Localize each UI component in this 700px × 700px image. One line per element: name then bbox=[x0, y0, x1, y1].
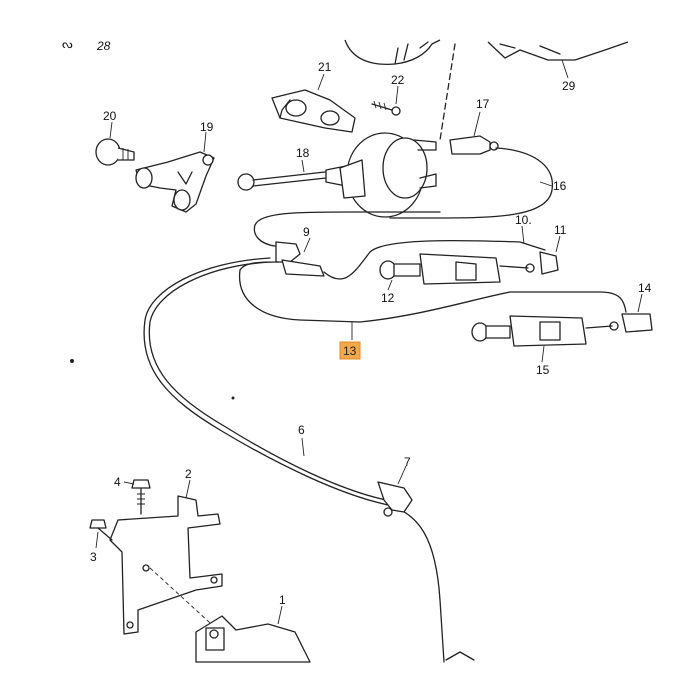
part-4-bolt bbox=[131, 479, 151, 515]
part-11-connector bbox=[525, 251, 559, 275]
label-16: 16 bbox=[553, 179, 567, 193]
dashed-connection bbox=[439, 43, 456, 141]
upper-housing bbox=[344, 39, 441, 66]
part-15-switch bbox=[471, 315, 613, 347]
part-12-switch bbox=[379, 253, 529, 285]
leader-2 bbox=[185, 479, 191, 499]
hose-to-11 bbox=[323, 239, 546, 280]
label-21: 21 bbox=[318, 60, 332, 74]
leader-4 bbox=[123, 481, 135, 485]
label-20: 20 bbox=[103, 109, 117, 123]
lower-stub bbox=[445, 651, 475, 661]
part-6-cable-inner bbox=[148, 261, 387, 501]
part-20-knob bbox=[95, 138, 135, 166]
leader-14 bbox=[637, 293, 643, 313]
corner-glyph: ᔓ bbox=[62, 37, 73, 51]
leader-10 bbox=[521, 225, 525, 245]
label-13[interactable]: 13 bbox=[343, 344, 357, 358]
label-9: 9 bbox=[303, 225, 310, 239]
label-17: 17 bbox=[476, 97, 490, 111]
leader-21 bbox=[317, 73, 325, 91]
label-10: 10. bbox=[515, 213, 532, 227]
part-9-coupling bbox=[275, 241, 325, 277]
label-28: 28 bbox=[96, 39, 111, 53]
label-14: 14 bbox=[638, 281, 652, 295]
part-3-screw bbox=[89, 519, 113, 541]
label-1: 1 bbox=[279, 593, 286, 607]
part-2-bracket bbox=[109, 495, 223, 635]
leader-9 bbox=[303, 237, 311, 253]
leader-19 bbox=[203, 131, 207, 153]
label-7: 7 bbox=[404, 455, 411, 469]
part-7-clip bbox=[377, 481, 413, 517]
label-6: 6 bbox=[298, 423, 305, 437]
leader-20 bbox=[109, 121, 113, 139]
label-19: 19 bbox=[200, 120, 214, 134]
leader-22 bbox=[395, 85, 399, 105]
leader-1 bbox=[277, 605, 283, 625]
highlight-13[interactable]: 13 bbox=[339, 341, 361, 360]
part-1-housing bbox=[195, 615, 311, 663]
part-19-lever-bracket bbox=[135, 151, 215, 213]
leader-6 bbox=[301, 437, 305, 457]
vacuum-booster bbox=[339, 132, 437, 218]
label-12: 12 bbox=[381, 291, 395, 305]
leader-29 bbox=[561, 59, 569, 79]
hose-upper-bend bbox=[253, 224, 276, 247]
leader-18 bbox=[301, 159, 305, 173]
leader-15 bbox=[541, 345, 545, 363]
leader-7 bbox=[397, 465, 407, 485]
speck bbox=[70, 359, 74, 363]
part-22-screw bbox=[371, 100, 401, 116]
speck bbox=[231, 396, 235, 400]
leader-3 bbox=[95, 531, 99, 549]
label-18: 18 bbox=[296, 146, 310, 160]
highlight-box[interactable] bbox=[339, 341, 361, 360]
leader-11 bbox=[555, 235, 561, 253]
part-16-cable bbox=[389, 147, 553, 219]
leader-17 bbox=[473, 111, 481, 137]
label-29: 29 bbox=[562, 79, 576, 93]
label-3: 3 bbox=[90, 550, 97, 564]
hose-upper bbox=[254, 211, 441, 226]
part-13-cable bbox=[238, 269, 627, 323]
part-29-cover bbox=[487, 41, 629, 61]
label-4: 4 bbox=[114, 475, 121, 489]
label-15: 15 bbox=[536, 363, 550, 377]
label-22: 22 bbox=[391, 73, 405, 87]
mount-axis bbox=[149, 567, 221, 633]
part-17-connector bbox=[449, 135, 499, 155]
part-14-connector bbox=[609, 313, 653, 333]
part-21-bracket bbox=[271, 89, 356, 133]
label-11: 11 bbox=[554, 223, 567, 237]
label-2: 2 bbox=[185, 467, 192, 481]
leader-12 bbox=[387, 279, 393, 291]
part-6-cable bbox=[143, 257, 445, 663]
leader-16 bbox=[539, 181, 553, 187]
part-18-rod bbox=[237, 165, 347, 191]
